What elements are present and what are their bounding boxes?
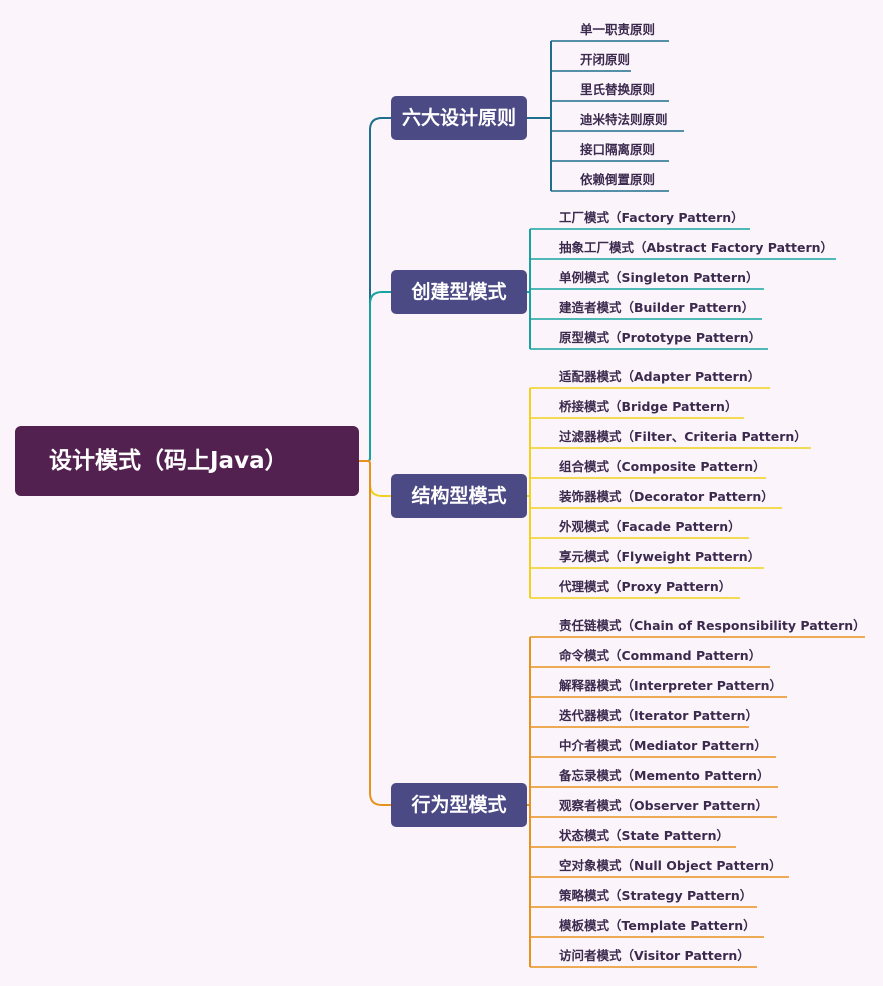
- leaf-node[interactable]: 代理模式（Proxy Pattern）: [559, 579, 732, 594]
- root-connector-1: [359, 117, 391, 462]
- leaf-node[interactable]: 享元模式（Flyweight Pattern）: [559, 549, 761, 564]
- leaf-node[interactable]: 桥接模式（Bridge Pattern）: [559, 399, 738, 414]
- leaf-node[interactable]: 访问者模式（Visitor Pattern）: [559, 948, 750, 963]
- branch-node-3[interactable]: 结构型模式: [391, 474, 527, 518]
- leaf-node[interactable]: 空对象模式（Null Object Pattern）: [559, 858, 782, 873]
- leaf-node[interactable]: 解释器模式（Interpreter Pattern）: [559, 678, 782, 693]
- leaf-node[interactable]: 接口隔离原则: [580, 142, 656, 157]
- root-connector-3: [359, 460, 391, 497]
- leaf-node[interactable]: 责任链模式（Chain of Responsibility Pattern）: [559, 618, 866, 633]
- leaf-node[interactable]: 单例模式（Singleton Pattern）: [559, 270, 759, 285]
- leaf-node[interactable]: 中介者模式（Mediator Pattern）: [559, 738, 767, 753]
- leaf-node[interactable]: 适配器模式（Adapter Pattern）: [559, 369, 761, 384]
- root-connector-2: [359, 291, 391, 462]
- leaf-node[interactable]: 依赖倒置原则: [580, 172, 656, 187]
- leaf-node[interactable]: 策略模式（Strategy Pattern）: [559, 888, 753, 903]
- leaf-node[interactable]: 外观模式（Facade Pattern）: [559, 519, 741, 534]
- leaf-node[interactable]: 工厂模式（Factory Pattern）: [559, 210, 744, 225]
- leaf-node[interactable]: 里氏替换原则: [580, 82, 656, 97]
- leaf-node[interactable]: 备忘录模式（Memento Pattern）: [559, 768, 770, 783]
- root-node[interactable]: 设计模式（码上Java）: [15, 426, 359, 496]
- leaf-node[interactable]: 命令模式（Command Pattern）: [559, 648, 762, 663]
- leaf-node[interactable]: 迭代器模式（Iterator Pattern）: [559, 708, 759, 723]
- leaf-node[interactable]: 抽象工厂模式（Abstract Factory Pattern）: [559, 240, 834, 255]
- leaf-node[interactable]: 开闭原则: [580, 52, 631, 67]
- branch-node-1[interactable]: 六大设计原则: [391, 96, 527, 140]
- leaf-node[interactable]: 模板模式（Template Pattern）: [559, 918, 756, 933]
- branch-node-2[interactable]: 创建型模式: [391, 270, 527, 314]
- leaf-node[interactable]: 建造者模式（Builder Pattern）: [559, 300, 755, 315]
- leaf-node[interactable]: 原型模式（Prototype Pattern）: [559, 330, 762, 345]
- leaf-node[interactable]: 装饰器模式（Decorator Pattern）: [559, 489, 774, 504]
- leaf-node[interactable]: 状态模式（State Pattern）: [559, 828, 729, 843]
- root-connector-4: [359, 460, 391, 806]
- leaf-node[interactable]: 过滤器模式（Filter、Criteria Pattern）: [559, 429, 807, 444]
- leaf-node[interactable]: 观察者模式（Observer Pattern）: [559, 798, 769, 813]
- leaf-node[interactable]: 迪米特法则原则: [580, 112, 668, 127]
- leaf-node[interactable]: 组合模式（Composite Pattern）: [559, 459, 766, 474]
- branch-node-4[interactable]: 行为型模式: [391, 783, 527, 827]
- leaf-node[interactable]: 单一职责原则: [580, 22, 656, 37]
